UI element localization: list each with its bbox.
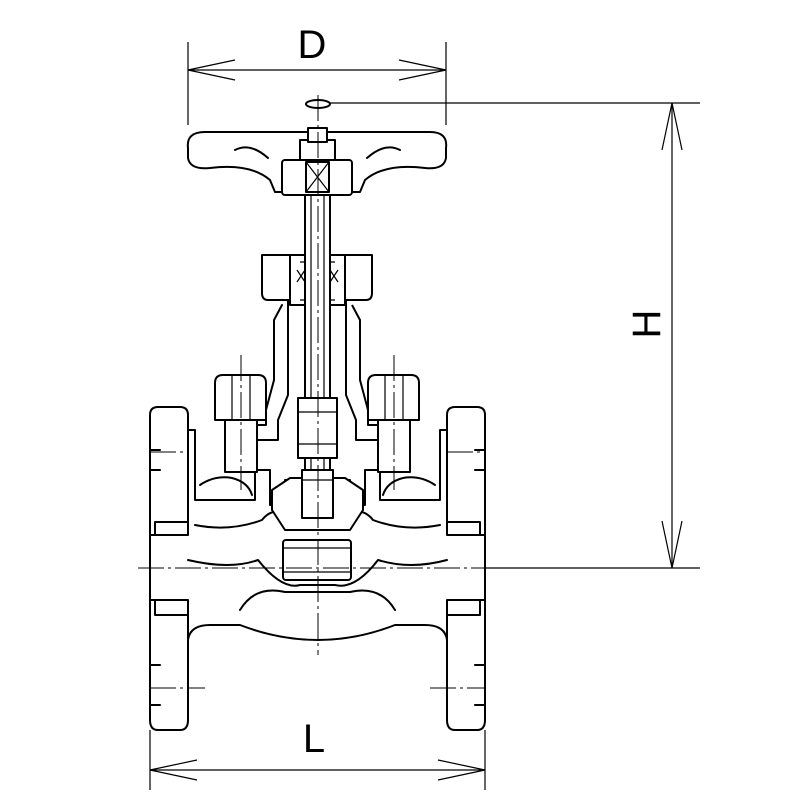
dimension-l-label: L	[303, 717, 325, 761]
packing	[296, 269, 339, 283]
right-flange-bolt	[474, 449, 486, 471]
dimension-h: H	[330, 102, 700, 569]
valve-seat	[282, 539, 352, 581]
right-flange-lower	[446, 599, 486, 731]
dimension-d: D	[187, 23, 447, 125]
center-lines	[138, 95, 500, 689]
left-flange-bolt	[149, 449, 161, 471]
dimension-h-label: H	[625, 310, 669, 339]
dimension-d-label: D	[298, 23, 327, 67]
bonnet	[254, 254, 381, 441]
gland	[261, 254, 291, 301]
dimension-l: L	[149, 717, 486, 790]
left-bolt-stud	[224, 419, 258, 473]
left-flange-lower	[149, 599, 189, 731]
handwheel	[186, 99, 448, 196]
